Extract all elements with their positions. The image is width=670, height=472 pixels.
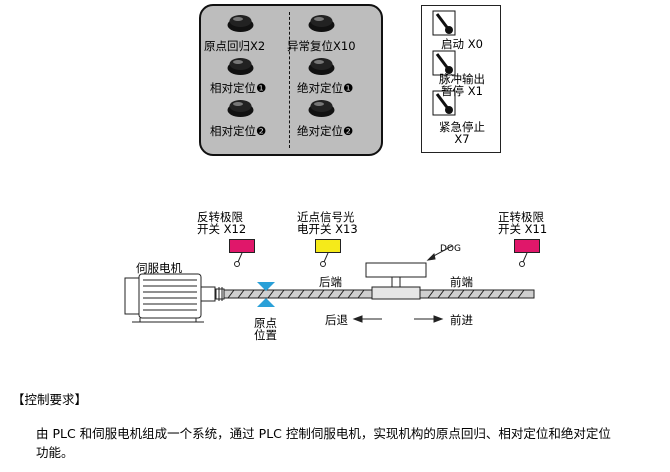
forward-limit-switch bbox=[514, 239, 540, 253]
pulse-pause-label-1: 脉冲输出 bbox=[439, 72, 485, 86]
pulse-pause-toggle-switch[interactable] bbox=[432, 50, 456, 76]
servo-motor-label: 伺服电机 bbox=[136, 261, 182, 275]
error-reset-button[interactable] bbox=[307, 13, 336, 33]
reverse-limit-label-2: 开关 X12 bbox=[197, 222, 247, 236]
servo-motor bbox=[124, 273, 225, 323]
reverse-limit-switch bbox=[229, 239, 255, 253]
panel-divider bbox=[289, 12, 290, 148]
relative-position-1-button[interactable] bbox=[226, 56, 255, 76]
start-toggle-switch[interactable] bbox=[432, 10, 456, 36]
requirements-line-1: 由 PLC 和伺服电机组成一个系统，通过 PLC 控制伺服电机，实现机构的原点回… bbox=[36, 426, 611, 441]
start-label: 启动 X0 bbox=[441, 37, 483, 51]
relative-position-2-button[interactable] bbox=[226, 98, 255, 118]
absolute-position-2-button[interactable] bbox=[307, 98, 336, 118]
backward-label: 后退 bbox=[325, 313, 348, 327]
absolute-position-2-label: 绝对定位❷ bbox=[297, 124, 354, 138]
near-point-sensor bbox=[315, 239, 341, 253]
button-panel bbox=[199, 4, 383, 156]
relative-position-1-label: 相对定位❶ bbox=[210, 81, 267, 95]
origin-position-label-2: 位置 bbox=[254, 328, 277, 342]
direction-arrows bbox=[352, 315, 444, 323]
carriage bbox=[365, 245, 453, 300]
requirements-line-2: 功能。 bbox=[36, 445, 74, 460]
origin-return-button[interactable] bbox=[226, 13, 255, 33]
sensor-leads bbox=[234, 252, 528, 267]
forward-limit-label-2: 开关 X11 bbox=[498, 222, 548, 236]
relative-position-2-label: 相对定位❷ bbox=[210, 124, 267, 138]
estop-label-2: X7 bbox=[454, 132, 470, 146]
absolute-position-1-label: 绝对定位❶ bbox=[297, 81, 354, 95]
dog-label: DOG bbox=[440, 244, 461, 254]
origin-return-label: 原点回归X2 bbox=[204, 39, 266, 53]
forward-limit-label-1: 正转极限 bbox=[498, 210, 544, 224]
near-point-label-2: 电开关 X13 bbox=[297, 222, 358, 236]
rear-end-label: 后端 bbox=[319, 275, 342, 289]
front-end-label: 前端 bbox=[450, 275, 473, 289]
requirements-title: 【控制要求】 bbox=[12, 392, 88, 407]
origin-marker-icon bbox=[257, 282, 275, 307]
near-point-label-1: 近点信号光 bbox=[297, 210, 355, 224]
reverse-limit-label-1: 反转极限 bbox=[197, 210, 243, 224]
estop-label-1: 紧急停止 bbox=[439, 120, 485, 134]
absolute-position-1-button[interactable] bbox=[307, 56, 336, 76]
forward-label: 前进 bbox=[450, 313, 473, 327]
estop-toggle-switch[interactable] bbox=[432, 90, 456, 116]
pulse-pause-label-2: 暂停 X1 bbox=[441, 84, 483, 98]
origin-position-label-1: 原点 bbox=[254, 316, 277, 330]
error-reset-label: 异常复位X10 bbox=[287, 39, 356, 53]
